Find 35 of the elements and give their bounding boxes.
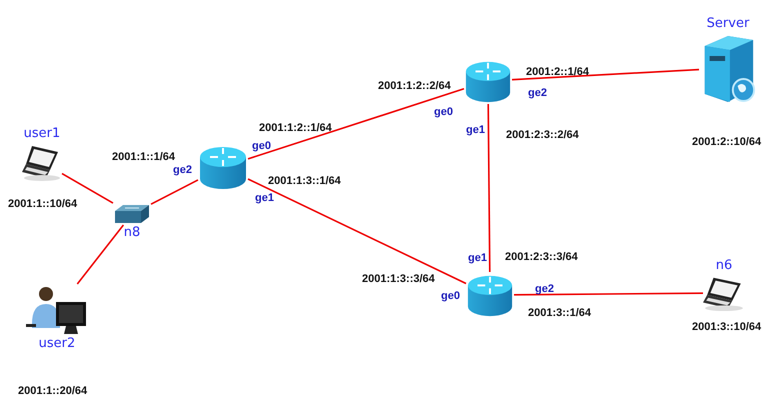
address-label: 2001:3::10/64 <box>692 321 762 334</box>
address-label: 2001:2:3::2/64 <box>506 129 579 142</box>
network-link <box>514 292 703 296</box>
network-link <box>248 178 466 284</box>
address-label: 2001:2:3::3/64 <box>505 251 578 264</box>
address-label: 2001:3::1/64 <box>528 307 591 320</box>
interface-label: ge2 <box>528 87 547 100</box>
network-link <box>487 104 491 272</box>
address-label: 2001:1:3::3/64 <box>362 273 435 286</box>
interface-label: ge0 <box>252 140 271 153</box>
interface-label: ge1 <box>255 192 274 205</box>
interface-label: ge0 <box>434 106 453 119</box>
address-label: 2001:1::10/64 <box>8 198 78 211</box>
interface-label: ge2 <box>173 164 192 177</box>
interface-label: ge1 <box>468 252 487 265</box>
network-link <box>248 88 464 160</box>
node-name: user1 <box>24 126 60 142</box>
network-link <box>512 68 700 80</box>
address-label: 2001:1:3::1/64 <box>268 175 341 188</box>
address-label: 2001:1::1/64 <box>112 151 175 164</box>
interface-label: ge1 <box>466 124 485 137</box>
address-label: 2001:1:2::2/64 <box>378 80 451 93</box>
network-link <box>76 224 124 284</box>
network-link <box>150 179 198 205</box>
interface-label: ge0 <box>441 290 460 303</box>
node-name: n8 <box>124 225 140 241</box>
network-link <box>62 172 114 204</box>
address-label: 2001:2::10/64 <box>692 136 762 149</box>
address-label: 2001:1::20/64 <box>18 385 88 398</box>
interface-label: ge2 <box>535 283 554 296</box>
node-name: Server <box>706 16 750 32</box>
node-name: n6 <box>716 258 732 274</box>
address-label: 2001:1:2::1/64 <box>259 122 332 135</box>
address-label: 2001:2::1/64 <box>526 66 589 79</box>
node-name: user2 <box>38 336 76 352</box>
